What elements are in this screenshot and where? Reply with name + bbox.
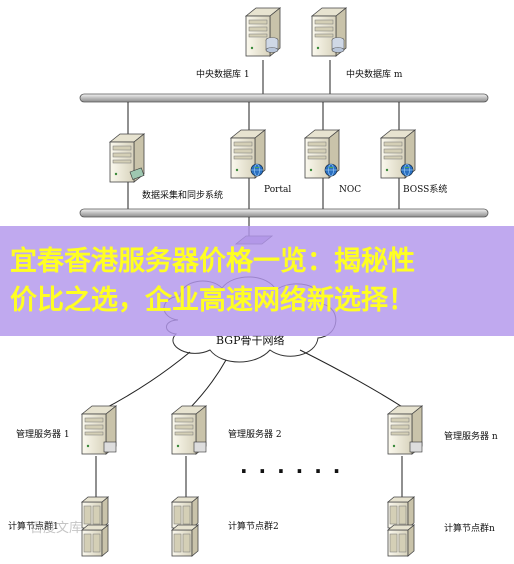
mgmtn-label: 管理服务器 n: [444, 430, 498, 442]
cluster-links: [95, 456, 403, 498]
clustern-label: 计算节点群n: [444, 522, 495, 534]
banner-line-2: 价比之选，企业高速网络新选择！: [10, 285, 415, 316]
noc-label: NOC: [339, 185, 361, 195]
central-db-m: [311, 7, 347, 57]
banner-line-1: 宜春香港服务器价格一览：揭秘性: [10, 246, 415, 277]
boss-server: [380, 129, 416, 179]
mgmt-server-n: [387, 405, 423, 455]
compute-cluster-2: [171, 496, 199, 557]
mgmt-server-2: [171, 405, 207, 455]
bgp-label: BGP骨干网络: [216, 333, 284, 347]
backbone-bus-top: [79, 93, 489, 103]
cluster2-label: 计算节点群2: [228, 520, 279, 532]
backbone-bus-bottom: [79, 208, 489, 218]
db1-label: 中央数据库 1: [196, 68, 250, 80]
mgmt2-label: 管理服务器 2: [228, 428, 282, 440]
cluster1-label: 计算节点群1: [8, 520, 59, 532]
portal-server: [230, 129, 266, 179]
dbm-label: 中央数据库 m: [346, 68, 403, 80]
watermark-text: 百度文库: [30, 521, 83, 536]
system-links: [127, 102, 400, 210]
portal-label: Portal: [264, 185, 291, 195]
boss-label: BOSS系统: [403, 183, 447, 195]
compute-cluster-n: [387, 496, 415, 557]
sync-system-server: [109, 133, 145, 183]
mgmt1-label: 管理服务器 1: [16, 428, 70, 440]
compute-cluster-1: [81, 496, 109, 557]
cloud-links: [101, 349, 405, 411]
ellipsis-dots: · · · · · ·: [240, 459, 342, 483]
mgmt-server-1: [81, 405, 117, 455]
db-links: [262, 60, 331, 96]
central-db-1: [245, 7, 281, 57]
promo-banner: 宜春香港服务器价格一览：揭秘性 价比之选，企业高速网络新选择！: [0, 226, 514, 336]
sync-label: 数据采集和同步系统: [142, 189, 223, 201]
noc-server: [304, 129, 340, 179]
